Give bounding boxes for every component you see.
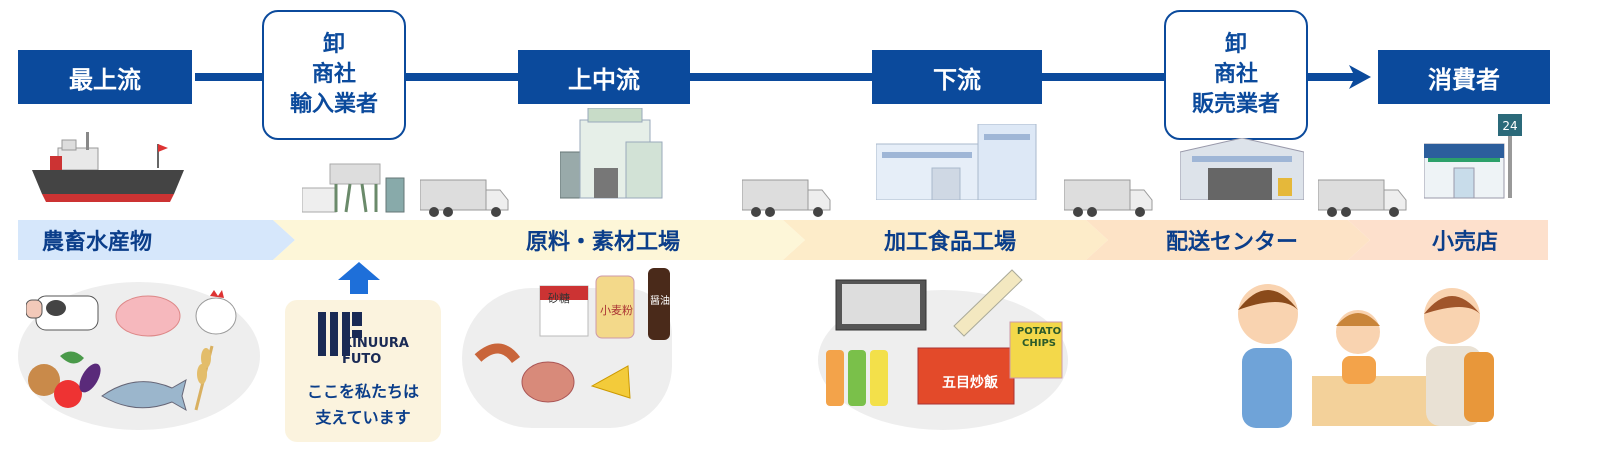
band-label-processing: 加工食品工場 <box>884 230 1017 255</box>
stage-consumer: 消費者 <box>1378 50 1550 104</box>
stage-label: 消費者 <box>1428 65 1500 94</box>
raw-material-factory-icon <box>302 163 405 213</box>
box-line: 商社 <box>311 62 356 87</box>
flour-label: 小麦粉 <box>600 304 633 317</box>
band-segment-materials <box>273 220 805 260</box>
flow-arrowhead-icon <box>1349 65 1371 89</box>
band-label-farm: 農畜水産物 <box>42 230 153 255</box>
stage-label: 上中流 <box>568 65 640 94</box>
band-segment-processing <box>783 220 1108 260</box>
fried-rice-label: 五目炒飯 <box>942 375 998 391</box>
stage-label: 下流 <box>933 65 981 94</box>
flow-line-2 <box>400 73 520 81</box>
support-text-line2: 支えています <box>315 408 411 427</box>
importer-box: 卸 商社 輸入業者 <box>262 10 406 140</box>
ship-icon <box>32 132 184 202</box>
processed-foods-icon <box>826 269 1063 406</box>
sugar-label: 砂糖 <box>548 292 570 305</box>
chips-label: POTATO CHIPS <box>1016 326 1062 349</box>
food-plant-icon <box>876 124 1037 200</box>
box-line: 卸 <box>322 32 345 57</box>
seller-box: 卸 商社 販売業者 <box>1164 10 1308 140</box>
band-segment-distribution <box>1086 220 1370 260</box>
support-text-line1: ここを私たちは <box>306 382 419 401</box>
farm-products-icon <box>26 290 237 412</box>
box-line: 輸入業者 <box>289 92 378 117</box>
flow-line-1 <box>195 73 265 81</box>
truck-icon <box>420 179 509 217</box>
factory-icon <box>560 108 663 199</box>
soy-label: 醤油 <box>650 296 670 307</box>
raw-materials-icon <box>474 268 670 403</box>
truck-icon <box>1064 179 1153 217</box>
arrow-up-icon <box>338 262 380 294</box>
band-label-distribution: 配送センター <box>1166 230 1299 255</box>
stage-downstream: 下流 <box>872 50 1042 104</box>
stage-mid-upstream: 上中流 <box>518 50 690 104</box>
company-logo-text-1: KINUURA <box>342 336 409 351</box>
band-segment-retail <box>1348 220 1548 260</box>
box-line: 販売業者 <box>1191 92 1280 117</box>
company-logo-text-2: FUTO <box>342 352 382 367</box>
company-panel <box>285 300 441 442</box>
company-logo <box>318 312 362 356</box>
stage-label: 最上流 <box>69 65 141 94</box>
flow-line-3 <box>688 73 873 81</box>
store-sign-text: 24 <box>1502 119 1517 133</box>
truck-icon <box>742 179 831 217</box>
band-label-retail: 小売店 <box>1432 230 1499 255</box>
band-label-materials: 原料・素材工場 <box>526 230 681 255</box>
stage-upstream: 最上流 <box>18 50 192 104</box>
band-segment-farm <box>18 220 295 260</box>
flow-line-4 <box>1042 73 1167 81</box>
stage-band <box>18 220 1548 260</box>
box-line: 商社 <box>1213 62 1258 87</box>
box-line: 卸 <box>1224 32 1247 57</box>
convenience-store-icon: 24 <box>1424 114 1522 199</box>
flow-line-5 <box>1305 73 1355 81</box>
distribution-center-icon <box>1180 138 1304 200</box>
truck-icon <box>1318 179 1407 217</box>
family-meal-icon <box>1238 284 1494 428</box>
